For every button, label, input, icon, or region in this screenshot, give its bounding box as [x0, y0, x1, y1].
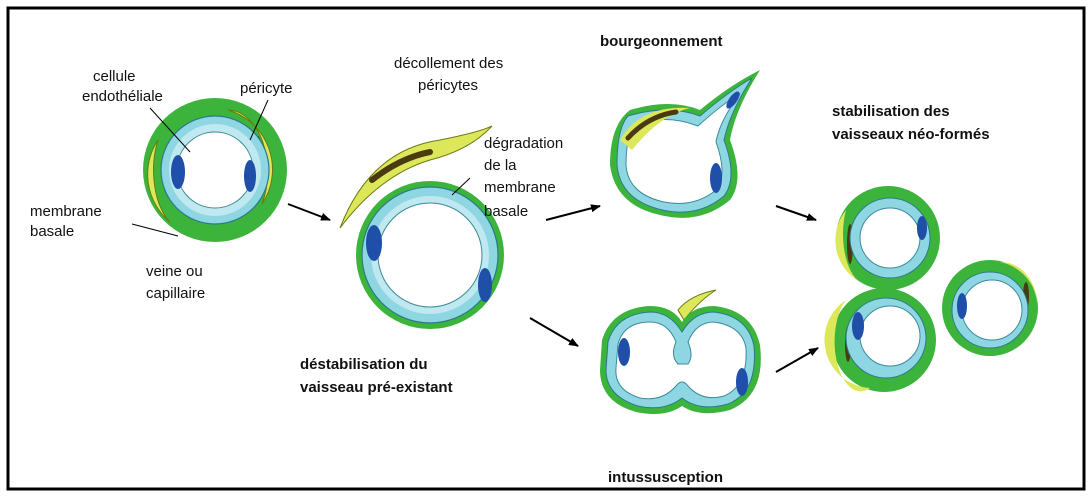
heading-destabilisation: déstabilisation du vaisseau pré-existant — [300, 356, 453, 396]
arrow — [288, 204, 330, 220]
heading-intussusception: intussusception — [608, 469, 723, 486]
heading-line: stabilisation des — [832, 103, 950, 120]
label-line: dégradation — [484, 135, 563, 152]
vessel-sprouting — [610, 70, 760, 218]
vessel-stabilized-bottom-left — [824, 288, 936, 392]
label-line: basale — [484, 203, 528, 220]
nucleus — [366, 225, 382, 261]
heading-line: vaisseau pré-existant — [300, 379, 453, 396]
nucleus — [957, 293, 967, 319]
label-pericyte: péricyte — [240, 80, 293, 97]
vessel-initial — [143, 98, 287, 242]
arrow — [776, 348, 818, 372]
arrow — [530, 318, 578, 346]
label-degradation: dégradation de la membrane basale — [484, 135, 567, 220]
label-line: cellule — [93, 68, 136, 85]
arrow — [776, 206, 816, 220]
heading-stabilisation: stabilisation des vaisseaux néo-formés — [832, 103, 990, 143]
label-decollement: décollement des péricytes — [394, 55, 507, 94]
nucleus — [736, 368, 748, 396]
label-membrane-basale: membrane basale — [30, 203, 106, 240]
label-veine-ou-capillaire: veine ou capillaire — [146, 263, 207, 302]
label-line: membrane — [484, 179, 556, 196]
label-line: capillaire — [146, 285, 205, 302]
label-line: veine ou — [146, 263, 203, 280]
nucleus — [618, 338, 630, 366]
nucleus — [852, 312, 864, 340]
label-line: membrane — [30, 203, 102, 220]
nucleus — [917, 216, 927, 240]
heading-bourgeonnement: bourgeonnement — [600, 33, 723, 50]
arrow — [546, 206, 600, 220]
vessel-stabilized-top — [835, 186, 940, 290]
nucleus — [478, 268, 492, 302]
vessel-destabilized — [340, 126, 504, 329]
vessel-stabilized-right — [942, 260, 1038, 356]
label-line: péricytes — [418, 77, 478, 94]
nucleus — [710, 163, 722, 193]
nucleus — [244, 160, 256, 192]
heading-line: déstabilisation du — [300, 356, 428, 373]
label-line: décollement des — [394, 55, 503, 72]
label-line: basale — [30, 223, 74, 240]
label-cellule-endotheliale: cellule endothéliale — [82, 68, 163, 105]
heading-line: vaisseaux néo-formés — [832, 126, 990, 143]
vessel-intussusception — [600, 290, 761, 414]
nucleus — [171, 155, 185, 189]
label-line: de la — [484, 157, 517, 174]
label-line: endothéliale — [82, 88, 163, 105]
